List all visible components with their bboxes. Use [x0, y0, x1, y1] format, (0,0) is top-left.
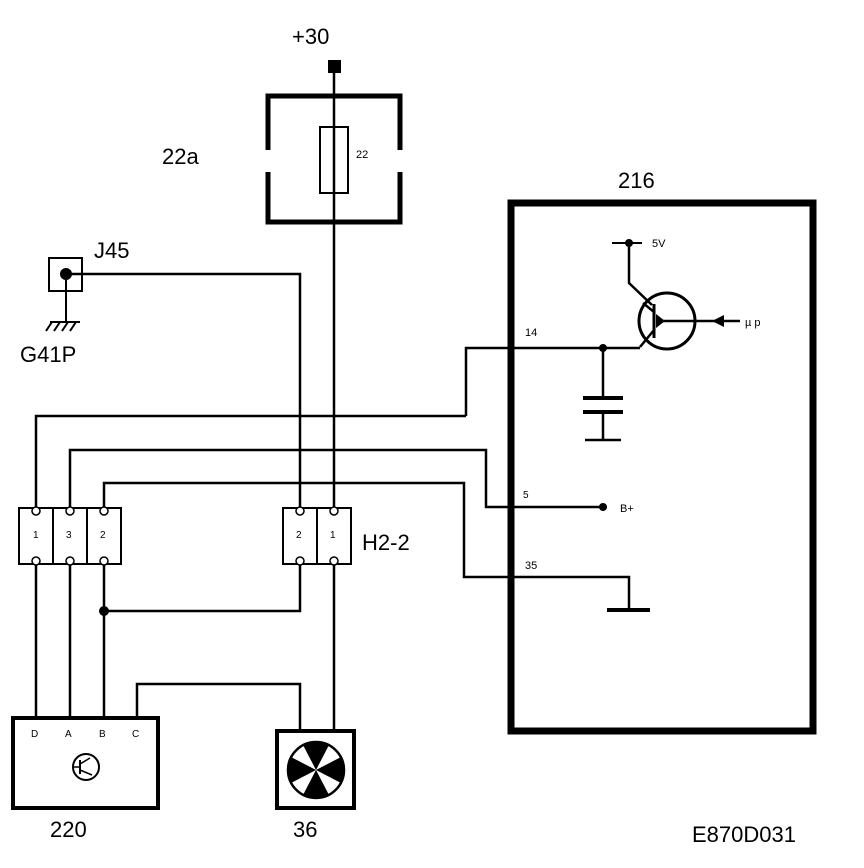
fuse-number: 22 — [356, 149, 368, 161]
sensor-transistor-icon — [72, 753, 100, 781]
connector-h22-pin: 1 — [330, 530, 336, 541]
supply-terminal — [328, 60, 341, 73]
ground-label: G41P — [20, 342, 76, 367]
connector-left — [18, 506, 122, 566]
supply-label: +30 — [292, 24, 329, 49]
sensor-pin: A — [65, 729, 72, 740]
microprocessor-label: µ p — [745, 317, 761, 329]
connector-h2-2 — [282, 506, 352, 566]
pin-14-label: 14 — [525, 327, 537, 339]
ecu-label: 216 — [618, 168, 655, 193]
pin-35-label: 35 — [525, 560, 537, 572]
sensor-label: 220 — [50, 817, 87, 842]
pin-5-label: 5 — [523, 490, 529, 501]
connector-left-pin: 2 — [100, 530, 106, 541]
sensor-pin: D — [31, 729, 38, 740]
chassis-ground-icon — [45, 321, 80, 332]
fan-icon — [286, 740, 346, 800]
bplus-label: B+ — [620, 503, 634, 515]
connector-left-pin: 1 — [33, 530, 39, 541]
sensor-box — [11, 716, 160, 810]
drawing-code: E870D031 — [692, 822, 796, 847]
connector-h22-label: H2-2 — [362, 530, 410, 555]
sensor-pin: B — [99, 729, 106, 740]
fan-label: 36 — [293, 817, 317, 842]
sensor-pin: C — [132, 729, 139, 740]
ecu-box — [507, 199, 817, 735]
connector-h22-pin: 2 — [296, 530, 302, 541]
connector-left-pin: 3 — [66, 530, 72, 541]
test-socket-label: J45 — [94, 238, 129, 263]
fan-box — [275, 729, 356, 810]
capacitor-icon — [583, 348, 623, 442]
vcc-label: 5V — [652, 238, 666, 250]
fuse-box-label: 22a — [162, 144, 199, 169]
transistor-icon — [637, 291, 740, 351]
